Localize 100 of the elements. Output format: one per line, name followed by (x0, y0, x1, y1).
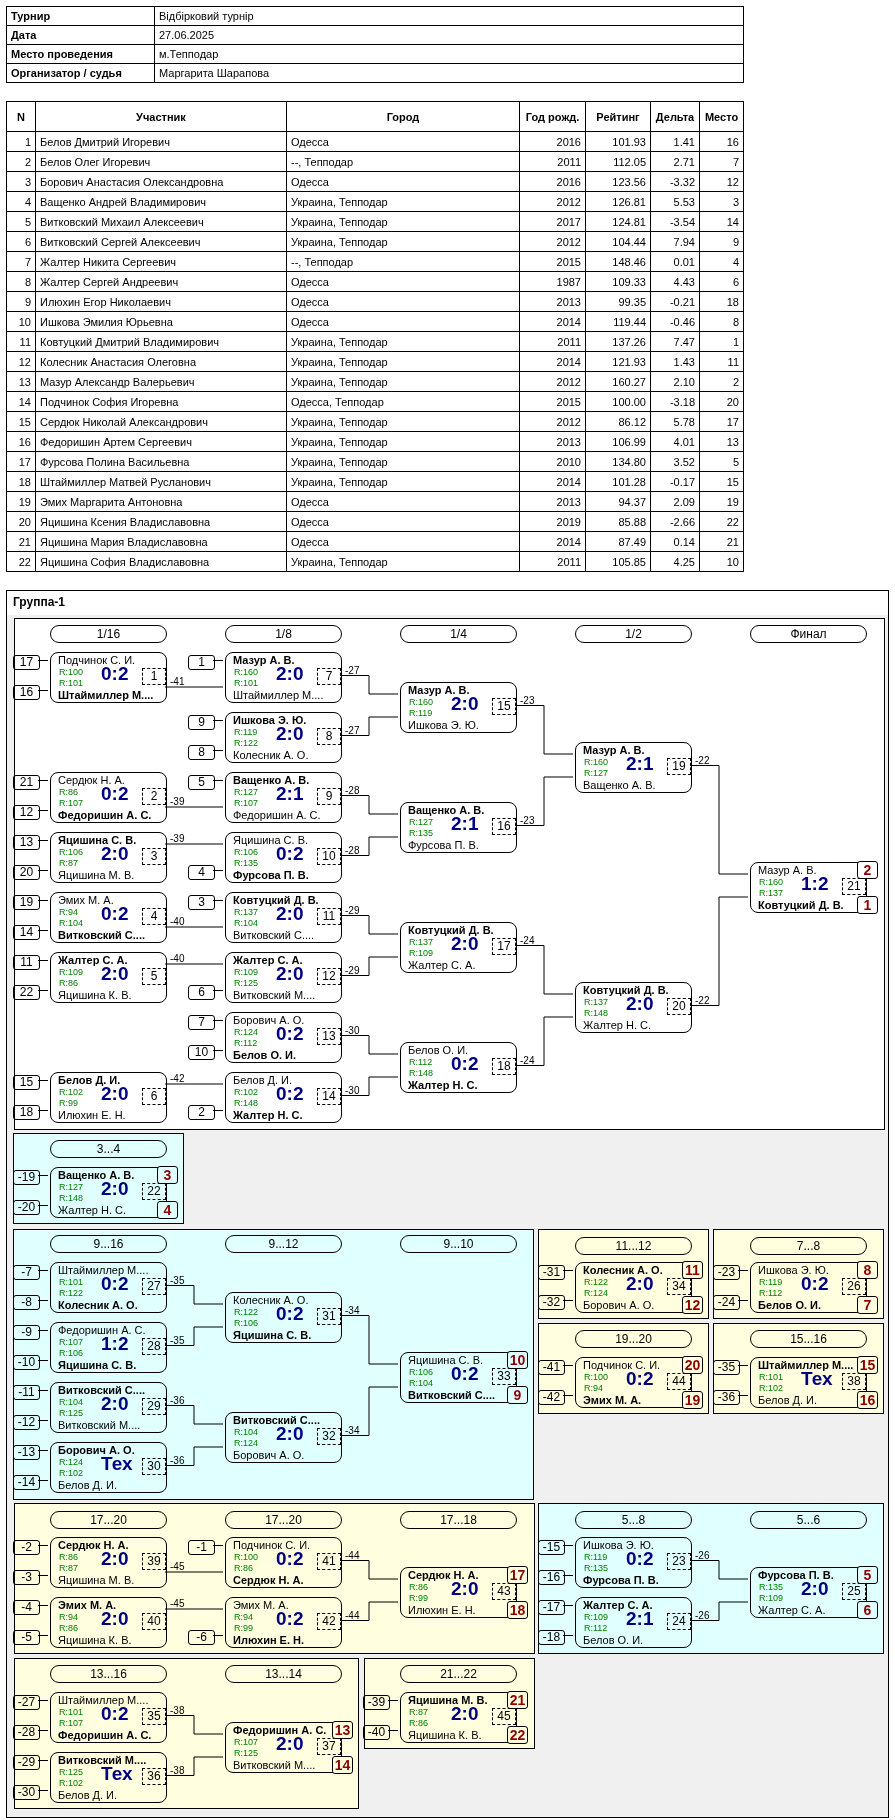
participant-name: Колесник Анастасия Олеговна (35, 351, 287, 372)
match-number: 24 (667, 1613, 691, 1630)
round-header: 17...18 (400, 1511, 517, 1529)
match-number: 1 (142, 668, 166, 685)
connector-line (212, 1545, 224, 1546)
connector-line (37, 1360, 49, 1361)
loser-destination: -28 (345, 844, 360, 856)
connector-line (37, 660, 49, 661)
player-name: Илюхин Е. Н. (408, 1604, 476, 1617)
round-header: 1/8 (225, 625, 342, 643)
delta-value: 1.41 (650, 131, 700, 152)
row-number: 5 (6, 211, 36, 232)
birth-year: 2019 (519, 511, 586, 532)
loser-destination: -34 (345, 1424, 360, 1436)
player-name: Жалтер Н. С. (583, 1019, 652, 1032)
field-label: Дата (6, 25, 155, 45)
place-value: 1 (699, 331, 744, 352)
round-header: 1/16 (50, 625, 167, 643)
round-header: 9...10 (400, 1235, 517, 1253)
rating-text: R:119 (409, 708, 433, 718)
connector-line (387, 1730, 399, 1731)
seed-number: -4 (13, 1600, 40, 1615)
player-name: Ващенко А. В. (408, 804, 485, 817)
delta-value: -3.18 (650, 391, 700, 412)
bracket-line (339, 915, 399, 935)
row-number: 22 (6, 551, 36, 572)
birth-year: 2011 (519, 331, 586, 352)
rating-text: R:109 (234, 967, 259, 977)
participant-name: Федоришин Артем Сергеевич (35, 431, 287, 452)
bracket-line (689, 765, 749, 875)
loser-destination: -40 (170, 953, 185, 964)
rating-text: R:112 (409, 1057, 433, 1067)
connector-line (37, 1110, 49, 1111)
bracket-line (339, 795, 399, 815)
rating-text: R:160 (234, 667, 259, 677)
player-name: Жалтер Н. С. (408, 1079, 478, 1092)
birth-year: 2015 (519, 391, 586, 412)
bracket-line (164, 1405, 224, 1425)
rating-text: R:102 (234, 1087, 259, 1097)
delta-value: 2.71 (650, 151, 700, 172)
seed-number: -6 (188, 1630, 215, 1645)
player-name: Колесник А. О. (233, 1294, 309, 1307)
place-value: 4 (699, 251, 744, 272)
seed-number: -10 (13, 1355, 40, 1370)
player-name: Федоришин А. С. (233, 809, 321, 822)
player-name: Белов Д. И. (58, 1074, 121, 1087)
connector-line (37, 930, 49, 931)
connector-line (37, 1760, 49, 1761)
connector-line (562, 1300, 574, 1301)
connector-line (37, 780, 49, 781)
city-name: Украина, Тепподар (286, 551, 520, 572)
connector-line (562, 1635, 574, 1636)
player-name: Витковский М.... (233, 989, 316, 1002)
rating-value: 126.81 (585, 191, 651, 212)
loser-destination: -23 (520, 814, 535, 826)
row-number: 3 (6, 171, 36, 192)
seed-number: -11 (13, 1385, 40, 1400)
participant-name: Ишкова Эмилия Юрьевна (35, 311, 287, 332)
player-name: Белов О. И. (583, 1634, 644, 1647)
loser-destination: -42 (170, 1073, 185, 1084)
row-number: 9 (6, 291, 36, 312)
birth-year: 2016 (519, 131, 586, 152)
rating-text: R:122 (234, 738, 259, 748)
participant-name: Ващенко Андрей Владимирович (35, 191, 287, 212)
player-name: Федоришин А. С. (58, 1729, 152, 1742)
match-score: 2:0 (451, 1704, 479, 1724)
delta-value: -2.66 (650, 511, 700, 532)
bracket-line (164, 1571, 224, 1573)
rating-text: R:104 (234, 1427, 259, 1437)
match-card (400, 1042, 517, 1093)
rating-text: R:99 (59, 1098, 78, 1108)
rating-text: R:102 (59, 1778, 84, 1788)
seed-number: -7 (13, 1265, 40, 1280)
match-score: 0:2 (276, 1549, 304, 1569)
match-number: 32 (317, 1428, 341, 1445)
connector-line (737, 1395, 749, 1396)
connector-line (37, 1700, 49, 1701)
match-card (400, 802, 517, 853)
seed-number: 13 (13, 835, 40, 850)
player-name: Белов О. И. (758, 1299, 822, 1312)
bracket-panel (13, 1229, 534, 1500)
place-number: 16 (857, 1391, 878, 1409)
match-number: 19 (667, 758, 691, 775)
delta-value: 7.47 (650, 331, 700, 352)
bracket-line (164, 1285, 224, 1305)
connector-line (212, 900, 224, 901)
seed-number: -39 (363, 1695, 390, 1710)
city-name: Украина, Тепподар (286, 471, 520, 492)
rating-text: R:137 (759, 888, 784, 898)
column-header: Участник (35, 101, 287, 132)
bracket-line (514, 945, 574, 995)
match-card (225, 892, 342, 943)
match-card (50, 1692, 167, 1743)
connector-line (37, 990, 49, 991)
connector-line (562, 1270, 574, 1271)
rating-text: R:137 (409, 937, 434, 947)
delta-value: -3.54 (650, 211, 700, 232)
loser-destination: -44 (345, 1609, 360, 1621)
city-name: Одесса (286, 311, 520, 332)
seed-number: -28 (13, 1725, 40, 1740)
